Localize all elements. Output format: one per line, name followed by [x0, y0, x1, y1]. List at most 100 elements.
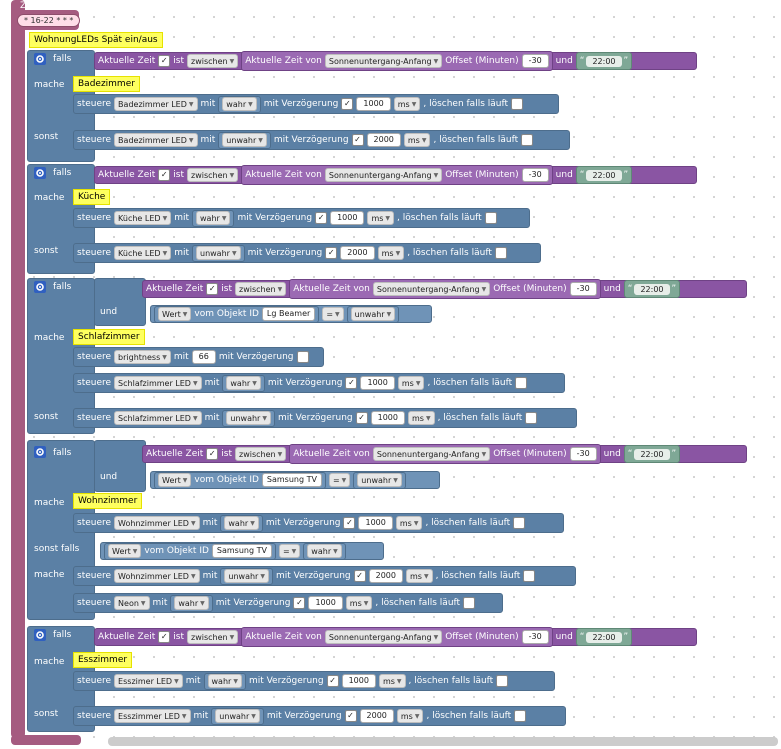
time-checkbox[interactable]: ✓: [158, 169, 171, 181]
state-dropdown[interactable]: unwahr▼: [196, 246, 241, 260]
unit-dropdown[interactable]: ms▼: [397, 376, 425, 390]
delay-field[interactable]: 1000: [308, 596, 343, 610]
unit-dropdown[interactable]: ms▼: [377, 246, 405, 260]
device-dropdown[interactable]: Schlafzimmer LED▼: [114, 376, 202, 390]
state-block[interactable]: wahr▼: [203, 672, 246, 690]
end-time-field[interactable]: 22:00: [586, 169, 622, 181]
time-checkbox[interactable]: ✓: [206, 448, 219, 460]
unit-dropdown[interactable]: ms▼: [405, 569, 433, 583]
between-dropdown[interactable]: zwischen▼: [235, 282, 287, 296]
sunset-dropdown[interactable]: Sonnenuntergang-Anfang▼: [324, 630, 443, 644]
schedule-block[interactable]: [11, 0, 25, 738]
object-id-field[interactable]: Lg Beamer: [261, 307, 316, 321]
state-dropdown[interactable]: wahr▼: [174, 596, 209, 610]
state-dropdown[interactable]: unwahr▼: [222, 133, 267, 147]
time-checkbox[interactable]: ✓: [206, 283, 219, 295]
clear-checkbox[interactable]: [511, 98, 524, 110]
state-dropdown[interactable]: unwahr▼: [224, 569, 269, 583]
state-block[interactable]: wahr▼: [218, 95, 261, 113]
group-comment[interactable]: WohnungLEDs Spät ein/aus: [29, 32, 163, 48]
end-time-field[interactable]: 22:00: [586, 55, 622, 67]
delay-field[interactable]: 1000: [356, 97, 391, 111]
offset-field[interactable]: -30: [521, 54, 549, 68]
compare-value-block[interactable]: unwahr▼: [346, 305, 400, 323]
block-comment[interactable]: Schlafzimmer: [73, 329, 145, 345]
delay-checkbox[interactable]: ✓: [353, 570, 366, 582]
equals-dropdown[interactable]: =▼: [328, 473, 351, 487]
clear-checkbox[interactable]: [463, 597, 476, 609]
device-dropdown[interactable]: Küche LED▼: [114, 246, 172, 260]
device-dropdown[interactable]: Badezimmer LED▼: [114, 97, 198, 111]
clear-checkbox[interactable]: [514, 710, 527, 722]
delay-checkbox[interactable]: ✓: [343, 517, 356, 529]
clear-checkbox[interactable]: [521, 134, 534, 146]
delay-field[interactable]: 1000: [341, 674, 376, 688]
state-dropdown[interactable]: wahr▼: [222, 97, 257, 111]
delay-checkbox[interactable]: ✓: [351, 134, 364, 146]
state-block[interactable]: wahr▼: [170, 594, 213, 612]
clear-checkbox[interactable]: [513, 517, 526, 529]
device-dropdown[interactable]: Wohnzimmer LED▼: [114, 516, 200, 530]
state-block[interactable]: unwahr▼: [218, 131, 271, 149]
delay-checkbox[interactable]: ✓: [345, 377, 358, 389]
value-dropdown[interactable]: Wert▼: [108, 544, 142, 558]
between-dropdown[interactable]: zwischen▼: [187, 54, 239, 68]
object-id-field[interactable]: Samsung TV: [211, 544, 272, 558]
end-time-string[interactable]: “22:00”: [623, 445, 681, 463]
delay-field[interactable]: 1000: [358, 516, 393, 530]
unit-dropdown[interactable]: ms▼: [345, 596, 373, 610]
state-block[interactable]: wahr▼: [220, 514, 263, 532]
unit-dropdown[interactable]: ms▼: [407, 411, 435, 425]
gear-icon[interactable]: [34, 281, 46, 293]
end-time-string[interactable]: “22:00”: [575, 52, 633, 70]
block-comment[interactable]: Küche: [73, 189, 111, 205]
time-checkbox[interactable]: ✓: [158, 631, 171, 643]
sunset-dropdown[interactable]: Sonnenuntergang-Anfang▼: [324, 168, 443, 182]
equals-dropdown[interactable]: =▼: [278, 544, 301, 558]
compare-value-dropdown[interactable]: unwahr▼: [357, 473, 402, 487]
object-id-field[interactable]: Samsung TV: [261, 473, 322, 487]
end-time-field[interactable]: 22:00: [634, 448, 670, 460]
delay-field[interactable]: 2000: [368, 569, 403, 583]
state-block[interactable]: unwahr▼: [211, 707, 264, 725]
delay-checkbox[interactable]: ✓: [341, 98, 354, 110]
unit-dropdown[interactable]: ms▼: [396, 709, 424, 723]
delay-checkbox[interactable]: ✓: [344, 710, 357, 722]
delay-checkbox[interactable]: ✓: [293, 597, 306, 609]
end-time-field[interactable]: 22:00: [586, 631, 622, 643]
value-dropdown[interactable]: Wert▼: [158, 307, 192, 321]
offset-field[interactable]: -30: [521, 168, 549, 182]
delay-field[interactable]: 1000: [370, 411, 405, 425]
end-time-string[interactable]: “22:00”: [575, 166, 633, 184]
brightness-field[interactable]: 66: [191, 350, 216, 364]
delay-field[interactable]: 1000: [360, 376, 395, 390]
delay-checkbox[interactable]: ✓: [326, 675, 339, 687]
delay-checkbox[interactable]: ✓: [315, 212, 328, 224]
state-dropdown[interactable]: wahr▼: [196, 211, 231, 225]
clear-checkbox[interactable]: [525, 412, 538, 424]
unit-dropdown[interactable]: ms▼: [403, 133, 431, 147]
gear-icon[interactable]: [34, 53, 46, 65]
device-dropdown[interactable]: Neon▼: [114, 596, 150, 610]
clear-checkbox[interactable]: [484, 212, 497, 224]
